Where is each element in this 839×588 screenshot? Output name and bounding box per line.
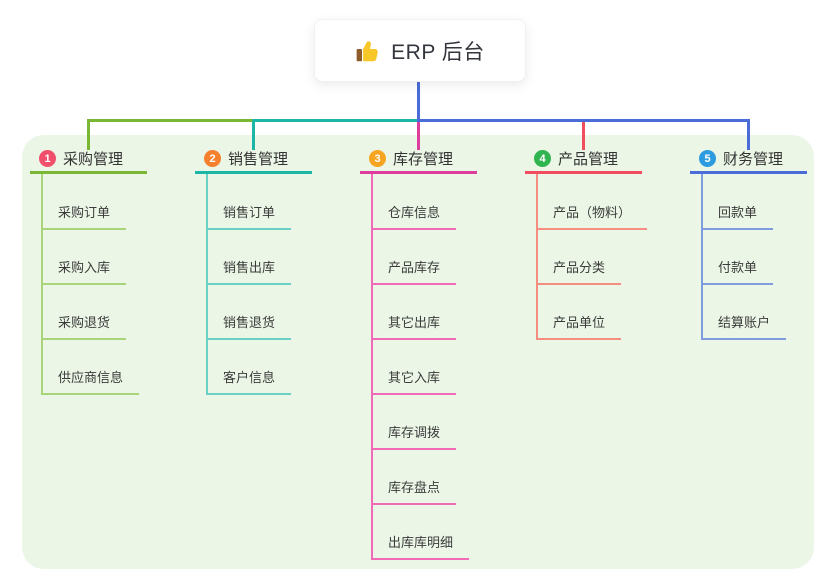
branch-number-badge: 2 — [204, 150, 221, 167]
branch-spine-line — [701, 174, 703, 340]
branch-drop-line — [252, 119, 255, 150]
branches-background-panel — [22, 135, 814, 569]
branch-title: 销售管理 — [228, 151, 289, 168]
branch-drop-line — [582, 122, 585, 150]
child-item[interactable]: 结算账户 — [701, 314, 787, 340]
child-item[interactable]: 出库库明细 — [371, 534, 470, 560]
branch-title: 库存管理 — [393, 151, 454, 168]
branch-label[interactable]: 2 销售管理 — [195, 146, 312, 174]
branch-drop-line — [417, 122, 420, 150]
branch-number-badge: 3 — [369, 150, 386, 167]
rail-segment-green — [87, 119, 255, 122]
branch-number-badge: 4 — [534, 150, 551, 167]
child-item[interactable]: 库存盘点 — [371, 479, 457, 505]
branch-title: 财务管理 — [723, 151, 784, 168]
branch-3: 3 库存管理 仓库信息产品库存其它出库其它入库库存调拨库存盘点出库库明细 — [360, 146, 525, 560]
child-item[interactable]: 采购订单 — [41, 204, 127, 230]
branch-spine-line — [371, 174, 373, 560]
rail-segment-blue — [417, 119, 750, 122]
branch-label[interactable]: 3 库存管理 — [360, 146, 477, 174]
root-connector-line — [417, 80, 420, 122]
child-item[interactable]: 仓库信息 — [371, 204, 457, 230]
child-item[interactable]: 其它入库 — [371, 369, 457, 395]
child-item[interactable]: 产品（物料） — [536, 204, 648, 230]
child-item[interactable]: 采购退货 — [41, 314, 127, 340]
child-item[interactable]: 产品单位 — [536, 314, 622, 340]
child-item[interactable]: 销售订单 — [206, 204, 292, 230]
branch-drop-line — [747, 119, 750, 150]
branch-label[interactable]: 4 产品管理 — [525, 146, 642, 174]
child-item[interactable]: 付款单 — [701, 259, 774, 285]
child-item[interactable]: 产品分类 — [536, 259, 622, 285]
child-item[interactable]: 回款单 — [701, 204, 774, 230]
branch-label[interactable]: 5 财务管理 — [690, 146, 807, 174]
branch-title: 采购管理 — [63, 151, 124, 168]
branch-2: 2 销售管理 销售订单销售出库销售退货客户信息 — [195, 146, 360, 395]
child-item[interactable]: 其它出库 — [371, 314, 457, 340]
branch-number-badge: 1 — [39, 150, 56, 167]
branch-5: 5 财务管理 回款单付款单结算账户 — [690, 146, 839, 340]
branch-1: 1 采购管理 采购订单采购入库采购退货供应商信息 — [30, 146, 195, 395]
root-title: ERP 后台 — [391, 40, 485, 64]
child-item[interactable]: 库存调拨 — [371, 424, 457, 450]
rail-segment-teal — [252, 119, 420, 122]
child-item[interactable]: 采购入库 — [41, 259, 127, 285]
branch-label[interactable]: 1 采购管理 — [30, 146, 147, 174]
thumbs-up-icon — [355, 38, 381, 64]
branch-spine-line — [536, 174, 538, 340]
child-item[interactable]: 供应商信息 — [41, 369, 140, 395]
branch-drop-line — [87, 119, 90, 150]
child-item[interactable]: 销售退货 — [206, 314, 292, 340]
branch-title: 产品管理 — [558, 151, 619, 168]
branch-number-badge: 5 — [699, 150, 716, 167]
branch-4: 4 产品管理 产品（物料） 产品分类产品单位 — [525, 146, 690, 340]
root-node[interactable]: ERP 后台 — [314, 19, 526, 82]
child-item[interactable]: 客户信息 — [206, 369, 292, 395]
child-item[interactable]: 销售出库 — [206, 259, 292, 285]
child-item[interactable]: 产品库存 — [371, 259, 457, 285]
